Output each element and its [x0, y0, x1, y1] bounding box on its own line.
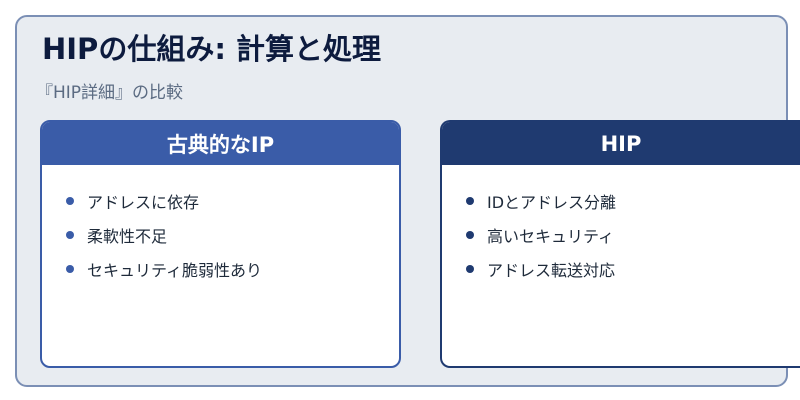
list-item-label: セキュリティ脆弱性あり [87, 261, 263, 280]
list-item-label: アドレス転送対応 [487, 261, 616, 280]
list-item-label: 柔軟性不足 [87, 227, 168, 246]
list-item-label: 高いセキュリティ [487, 227, 615, 246]
page-title: HIPの仕組み: 計算と処理 [42, 32, 382, 66]
list-item: IDとアドレス分離 [466, 184, 800, 218]
bullet-icon [466, 231, 474, 239]
bullet-icon [66, 231, 74, 239]
list-item-label: アドレスに依存 [87, 193, 200, 212]
list-item-label: IDとアドレス分離 [487, 193, 617, 212]
card-heading: 古典的なIP [42, 122, 399, 165]
list-item: 柔軟性不足 [66, 218, 399, 252]
list-item: 高いセキュリティ [466, 218, 800, 252]
bullet-icon [66, 197, 74, 205]
bullet-icon [466, 197, 474, 205]
card-classic-ip: 古典的なIP アドレスに依存 柔軟性不足 セキュリティ脆弱性あり [40, 120, 401, 368]
list-item: セキュリティ脆弱性あり [66, 252, 399, 286]
bullet-icon [466, 265, 474, 273]
list-item: アドレス転送対応 [466, 252, 800, 286]
card-heading: HIP [442, 122, 800, 165]
page-subtitle: 『HIP詳細』の比較 [36, 83, 184, 103]
list-item: アドレスに依存 [66, 184, 399, 218]
card-hip: HIP IDとアドレス分離 高いセキュリティ アドレス転送対応 [440, 120, 800, 368]
feature-list: アドレスに依存 柔軟性不足 セキュリティ脆弱性あり [42, 165, 399, 286]
bullet-icon [66, 265, 74, 273]
feature-list: IDとアドレス分離 高いセキュリティ アドレス転送対応 [442, 165, 800, 286]
